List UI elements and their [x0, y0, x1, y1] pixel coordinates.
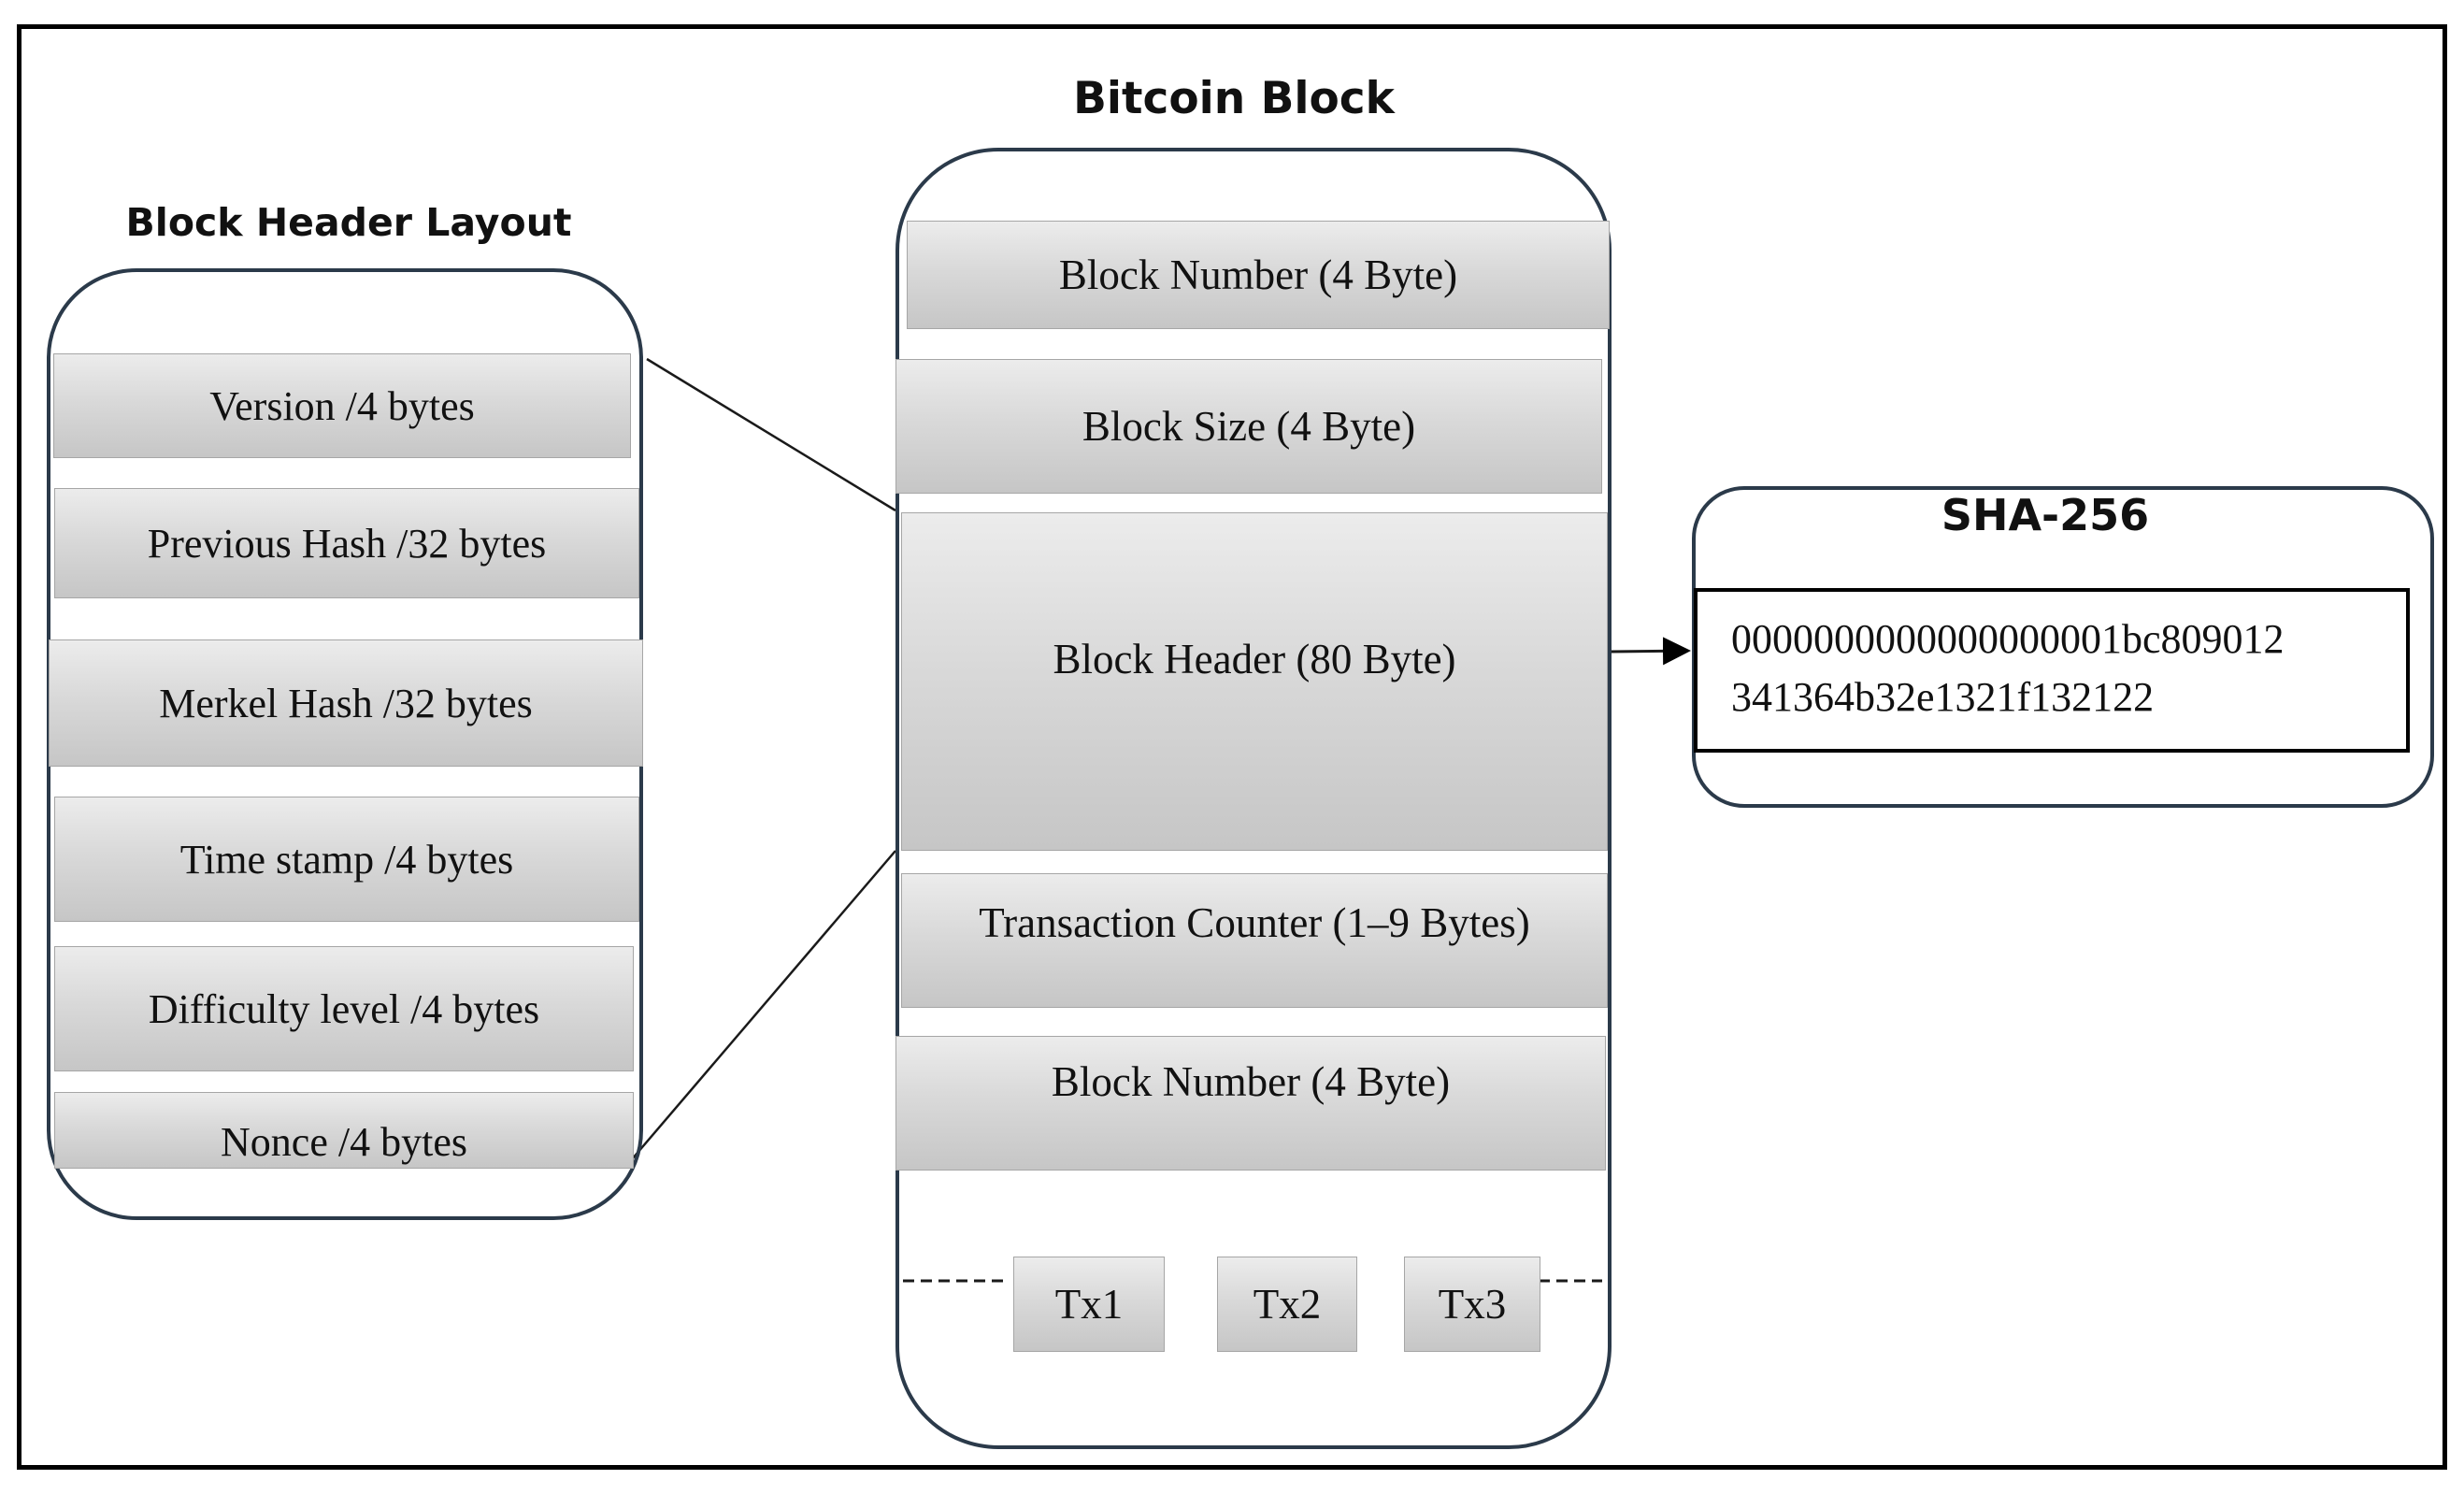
- header-field-merkel-hash: Merkel Hash /32 bytes: [49, 639, 643, 767]
- block-field-block-number-2: Block Number (4 Byte): [895, 1036, 1606, 1171]
- header-field-nonce: Nonce /4 bytes: [54, 1092, 634, 1169]
- hash-line-1: 0000000000000000001bc809012: [1731, 616, 2285, 662]
- block-header-layout-title: Block Header Layout: [125, 200, 572, 245]
- connector-line-top: [646, 357, 896, 512]
- hash-line-2: 341364b32e1321f132122: [1731, 674, 2155, 720]
- transaction-tx1: Tx1: [1013, 1257, 1165, 1352]
- header-field-version: Version /4 bytes: [53, 353, 631, 458]
- header-field-difficulty-level: Difficulty level /4 bytes: [54, 946, 634, 1071]
- block-field-block-size: Block Size (4 Byte): [895, 359, 1602, 494]
- bitcoin-block-title: Bitcoin Block: [1073, 73, 1395, 124]
- diagram-frame: [17, 24, 2447, 1470]
- hash-output-box: 0000000000000000001bc809012 341364b32e13…: [1694, 588, 2410, 753]
- arrow-to-sha: [1611, 637, 1691, 666]
- sha-256-title: SHA-256: [1941, 490, 2150, 540]
- connector-line-bottom: [631, 850, 896, 1160]
- bitcoin-block-container: [895, 148, 1612, 1449]
- block-field-block-number: Block Number (4 Byte): [907, 221, 1610, 329]
- transaction-tx3: Tx3: [1404, 1257, 1540, 1352]
- header-field-previous-hash: Previous Hash /32 bytes: [54, 488, 639, 598]
- block-field-transaction-counter: Transaction Counter (1–9 Bytes): [901, 873, 1608, 1008]
- transaction-tx2: Tx2: [1217, 1257, 1357, 1352]
- block-field-block-header: Block Header (80 Byte): [901, 512, 1608, 851]
- header-field-time-stamp: Time stamp /4 bytes: [54, 797, 639, 922]
